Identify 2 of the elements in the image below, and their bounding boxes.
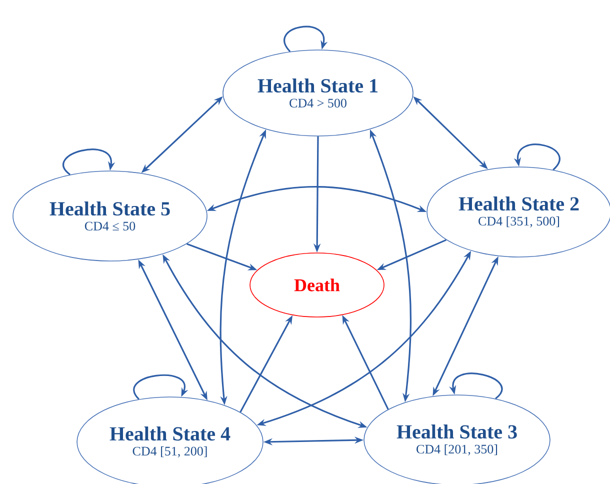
arrow [62, 148, 116, 176]
arrow [133, 374, 188, 400]
